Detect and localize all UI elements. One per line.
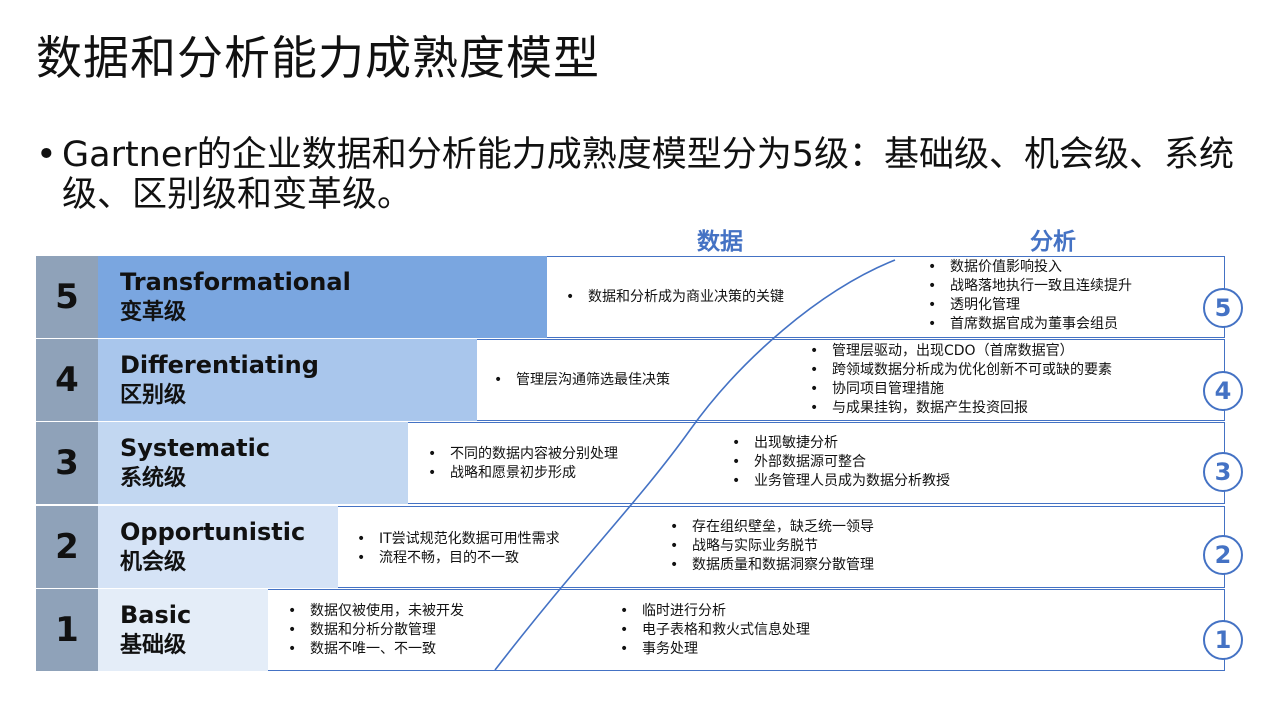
page-title: 数据和分析能力成熟度模型 bbox=[36, 31, 600, 85]
level-4-chinese-name: 区别级 bbox=[120, 382, 187, 408]
list-item: 战略与实际业务脱节 bbox=[670, 537, 874, 556]
level-3-label-band: Systematic 系统级 bbox=[98, 422, 408, 504]
list-item: 与成果挂钩，数据产生投资回报 bbox=[810, 399, 1112, 418]
level-4-number: 4 bbox=[36, 339, 98, 421]
list-item: 首席数据官成为董事会组员 bbox=[928, 315, 1132, 334]
list-item: 协同项目管理措施 bbox=[810, 380, 1112, 399]
subtitle: • Gartner的企业数据和分析能力成熟度模型分为5级：基础级、机会级、系统级… bbox=[36, 135, 1236, 215]
level-4-analysis-list: 管理层驱动，出现CDO（首席数据官） 跨领域数据分析成为优化创新不可或缺的要素 … bbox=[810, 342, 1112, 418]
level-1-number: 1 bbox=[36, 589, 98, 671]
level-2-analysis-list: 存在组织壁垒，缺乏统一领导 战略与实际业务脱节 数据质量和数据洞察分散管理 bbox=[670, 518, 874, 575]
level-3-english-name: Systematic bbox=[120, 433, 271, 462]
level-3-analysis-list: 出现敏捷分析 外部数据源可整合 业务管理人员成为数据分析教授 bbox=[732, 434, 950, 491]
list-item: 临时进行分析 bbox=[620, 602, 810, 621]
level-1-label-band: Basic 基础级 bbox=[98, 589, 268, 671]
column-header-analysis: 分析 bbox=[1030, 229, 1076, 255]
level-5-chinese-name: 变革级 bbox=[120, 299, 187, 325]
list-item: 不同的数据内容被分别处理 bbox=[428, 445, 618, 464]
level-1-chinese-name: 基础级 bbox=[120, 632, 187, 658]
list-item: 管理层沟通筛选最佳决策 bbox=[494, 371, 670, 390]
list-item: 战略落地执行一致且连续提升 bbox=[928, 277, 1132, 296]
level-5-english-name: Transformational bbox=[120, 267, 351, 296]
list-item: 数据质量和数据洞察分散管理 bbox=[670, 556, 874, 575]
level-2-english-name: Opportunistic bbox=[120, 517, 306, 546]
level-4-label-band: Differentiating 区别级 bbox=[98, 339, 477, 421]
list-item: 出现敏捷分析 bbox=[732, 434, 950, 453]
level-5-analysis-list: 数据价值影响投入 战略落地执行一致且连续提升 透明化管理 首席数据官成为董事会组… bbox=[928, 258, 1132, 334]
level-5-data-list: 数据和分析成为商业决策的关键 bbox=[566, 288, 784, 307]
level-3-number: 3 bbox=[36, 422, 98, 504]
list-item: 存在组织壁垒，缺乏统一领导 bbox=[670, 518, 874, 537]
list-item: IT尝试规范化数据可用性需求 bbox=[357, 530, 560, 549]
level-1-english-name: Basic bbox=[120, 600, 192, 629]
list-item: 透明化管理 bbox=[928, 296, 1132, 315]
level-2-label-band: Opportunistic 机会级 bbox=[98, 506, 338, 588]
level-4-data-list: 管理层沟通筛选最佳决策 bbox=[494, 371, 670, 390]
list-item: 数据和分析成为商业决策的关键 bbox=[566, 288, 784, 307]
list-item: 外部数据源可整合 bbox=[732, 453, 950, 472]
level-2-circle-badge: 2 bbox=[1203, 535, 1243, 575]
level-2-number: 2 bbox=[36, 506, 98, 588]
list-item: 数据价值影响投入 bbox=[928, 258, 1132, 277]
list-item: 电子表格和救火式信息处理 bbox=[620, 621, 810, 640]
subtitle-bullet: • bbox=[36, 135, 57, 175]
level-1-circle-badge: 1 bbox=[1203, 620, 1243, 660]
list-item: 业务管理人员成为数据分析教授 bbox=[732, 472, 950, 491]
list-item: 流程不畅，目的不一致 bbox=[357, 549, 560, 568]
list-item: 战略和愿景初步形成 bbox=[428, 464, 618, 483]
list-item: 管理层驱动，出现CDO（首席数据官） bbox=[810, 342, 1112, 361]
level-4-circle-badge: 4 bbox=[1203, 371, 1243, 411]
level-1-data-list: 数据仅被使用，未被开发 数据和分析分散管理 数据不唯一、不一致 bbox=[288, 602, 464, 659]
column-header-data: 数据 bbox=[697, 229, 743, 255]
list-item: 跨领域数据分析成为优化创新不可或缺的要素 bbox=[810, 361, 1112, 380]
list-item: 事务处理 bbox=[620, 640, 810, 659]
subtitle-text: Gartner的企业数据和分析能力成熟度模型分为5级：基础级、机会级、系统级、区… bbox=[62, 135, 1235, 215]
level-5-circle-badge: 5 bbox=[1203, 288, 1243, 328]
level-3-chinese-name: 系统级 bbox=[120, 465, 187, 491]
list-item: 数据和分析分散管理 bbox=[288, 621, 464, 640]
level-4-english-name: Differentiating bbox=[120, 350, 319, 379]
level-1-analysis-list: 临时进行分析 电子表格和救火式信息处理 事务处理 bbox=[620, 602, 810, 659]
level-5-number: 5 bbox=[36, 256, 98, 338]
level-5-label-band: Transformational 变革级 bbox=[98, 256, 547, 338]
level-2-data-list: IT尝试规范化数据可用性需求 流程不畅，目的不一致 bbox=[357, 530, 560, 568]
list-item: 数据仅被使用，未被开发 bbox=[288, 602, 464, 621]
level-2-chinese-name: 机会级 bbox=[120, 549, 187, 575]
level-3-data-list: 不同的数据内容被分别处理 战略和愿景初步形成 bbox=[428, 445, 618, 483]
level-3-circle-badge: 3 bbox=[1203, 452, 1243, 492]
list-item: 数据不唯一、不一致 bbox=[288, 640, 464, 659]
